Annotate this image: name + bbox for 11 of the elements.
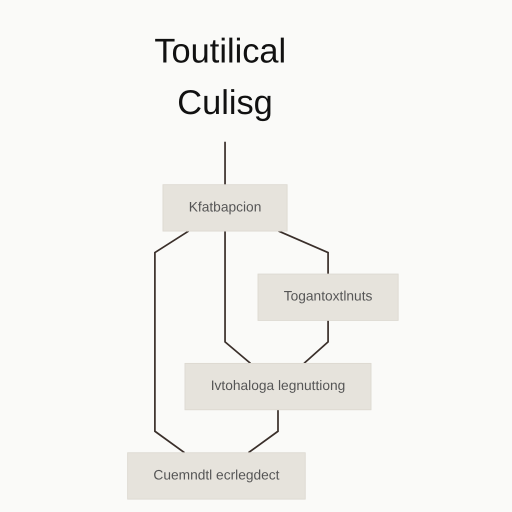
node-box: Kfatbapcion — [162, 184, 288, 232]
connector — [224, 231, 252, 364]
node-box: Cuemndtl ecrlegdect — [127, 452, 306, 500]
connector — [224, 142, 226, 185]
connector — [248, 410, 280, 454]
node-text: Toutilical Culisg — [154, 32, 286, 122]
connector — [304, 320, 330, 364]
node-box: Togantoxtlnuts — [258, 274, 399, 321]
node-box: Ivtohaloga legnuttiong — [184, 362, 372, 410]
connector — [154, 230, 190, 454]
connector — [278, 230, 330, 274]
